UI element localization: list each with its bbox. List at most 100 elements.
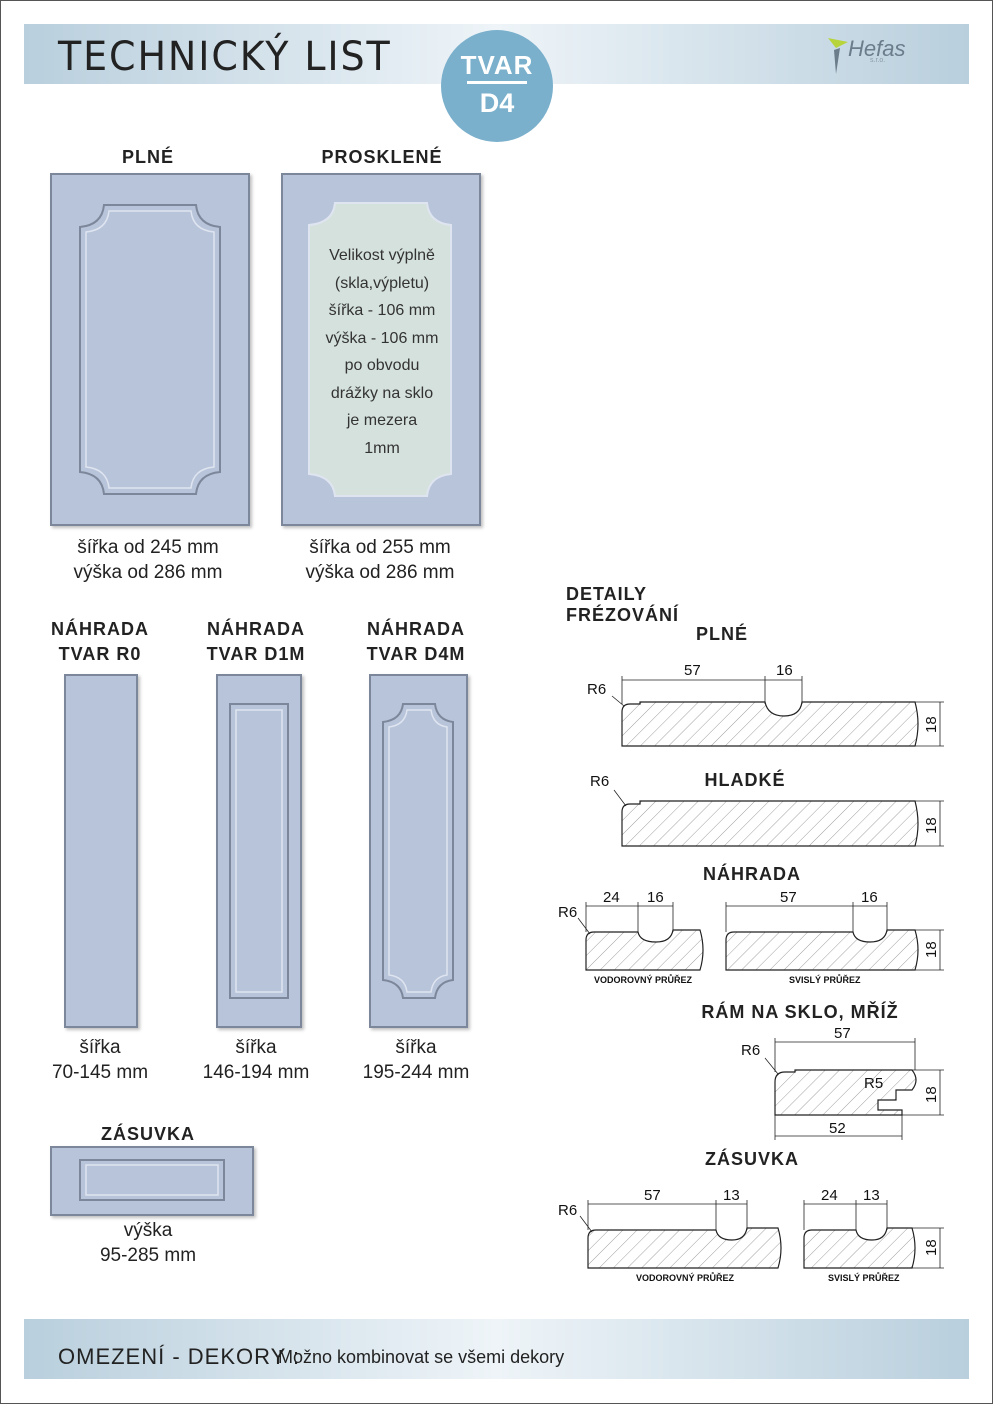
- dim-label: R6: [558, 1202, 577, 1219]
- replacement-heading-line: NÁHRADA: [51, 619, 149, 639]
- dim-label: 18: [923, 1086, 940, 1103]
- caption-line: šířka: [395, 1037, 437, 1058]
- details-title: DETAILY FRÉZOVÁNÍ: [566, 584, 680, 625]
- dim-label: 57: [644, 1187, 661, 1204]
- dim-label: R5: [864, 1075, 883, 1092]
- glass-line: výška - 106 mm: [325, 329, 439, 347]
- caption-line: 70-145 mm: [51, 1062, 149, 1083]
- footer-label: OMEZENÍ - DEKORY :: [58, 1344, 301, 1369]
- badge-divider: [467, 81, 527, 84]
- prosklene-width: šířka od 255 mm: [309, 537, 451, 558]
- dim-label: 57: [684, 662, 701, 679]
- caption-line: 195-244 mm: [362, 1062, 470, 1083]
- detail-nahrada-heading: NÁHRADA: [703, 864, 801, 884]
- r0-caption: šířka 70-145 mm: [30, 1035, 170, 1085]
- hefas-logo: Hefas s.r.o.: [826, 36, 905, 81]
- replacement-heading-line: TVAR R0: [58, 644, 142, 664]
- section-label: SVISLÝ PRŮŘEZ: [789, 974, 861, 985]
- glass-line: 1mm: [364, 439, 400, 457]
- dim-label: R6: [741, 1042, 760, 1059]
- drawer-heading: ZÁSUVKA: [100, 1124, 195, 1144]
- dim-label: R6: [587, 681, 606, 698]
- dim-label: 24: [603, 889, 620, 906]
- plne-panel: [50, 173, 250, 526]
- detail-hladke-heading: HLADKÉ: [704, 770, 786, 790]
- caption-line: 146-194 mm: [202, 1062, 310, 1083]
- detail-ram-heading: RÁM NA SKLO, MŘÍŽ: [701, 1002, 899, 1022]
- detail-plne-heading: PLNÉ: [695, 624, 748, 644]
- plne-width: šířka od 245 mm: [77, 537, 219, 558]
- replacement-heading-d1m: NÁHRADA TVAR D1M: [186, 617, 326, 667]
- glass-line: šířka - 106 mm: [328, 302, 436, 319]
- dim-label: 13: [723, 1187, 740, 1204]
- plne-height: výška od 286 mm: [73, 562, 223, 583]
- nahrada-b-profile: [725, 929, 919, 971]
- shape-badge: TVAR D4: [441, 30, 553, 142]
- zasuvka-a-profile: [587, 1227, 782, 1269]
- replacement-heading-line: NÁHRADA: [207, 619, 305, 639]
- glass-line: drážky na sklo: [330, 384, 434, 402]
- glass-line: Velikost výplně: [329, 247, 435, 264]
- drawer-panel-groove: [79, 1159, 225, 1201]
- dim-label: 18: [923, 941, 940, 958]
- hladke-profile: [621, 800, 919, 847]
- nahrada-a-profile: [585, 929, 704, 971]
- dim-label: 57: [834, 1025, 851, 1042]
- r0-panel: [64, 674, 138, 1028]
- footer-value: Možno kombinovat se všemi dekory: [278, 1347, 565, 1367]
- d1m-caption: šířka 146-194 mm: [186, 1035, 326, 1085]
- plne-panel-groove: [79, 204, 221, 495]
- logo-subtext: s.r.o.: [870, 57, 886, 64]
- section-label: VODOROVNÝ PRŮŘEZ: [594, 974, 693, 985]
- zasuvka-b-profile: [803, 1227, 916, 1269]
- section-label: SVISLÝ PRŮŘEZ: [828, 1272, 900, 1283]
- d4m-panel: [369, 674, 468, 1028]
- plne-profile: [621, 701, 919, 747]
- d4m-caption: šířka 195-244 mm: [346, 1035, 486, 1085]
- drawer-caption: výška 95-285 mm: [78, 1218, 218, 1268]
- plne-heading: PLNÉ: [121, 147, 174, 167]
- dim-label: 16: [647, 889, 664, 906]
- d1m-panel-groove: [229, 703, 289, 999]
- page-title: TECHNICKÝ LIST: [58, 34, 392, 80]
- dim-label: 16: [861, 889, 878, 906]
- dim-label: 13: [863, 1187, 880, 1204]
- glass-size-note: Velikost výplně (skla,výpletu) šířka - 1…: [300, 242, 464, 462]
- prosklene-panel: [281, 173, 481, 526]
- dim-label: 18: [923, 1239, 940, 1256]
- glass-line: po obvodu: [344, 357, 420, 374]
- footer-band: [24, 1319, 969, 1379]
- replacement-heading-r0: NÁHRADA TVAR R0: [30, 617, 170, 667]
- caption-line: 95-285 mm: [99, 1245, 197, 1266]
- caption-line: šířka: [235, 1037, 277, 1058]
- dim-label: 57: [780, 889, 797, 906]
- logo-text: Hefas: [848, 36, 906, 61]
- d1m-panel: [216, 674, 302, 1028]
- drawer-panel: [50, 1146, 254, 1216]
- prosklene-height: výška od 286 mm: [305, 562, 455, 583]
- dim-label: 16: [776, 662, 793, 679]
- caption-line: výška: [123, 1220, 173, 1241]
- section-label: VODOROVNÝ PRŮŘEZ: [636, 1272, 735, 1283]
- caption-line: šířka: [79, 1037, 121, 1058]
- glass-line: (skla,výpletu): [334, 274, 430, 292]
- replacement-heading-line: NÁHRADA: [367, 619, 465, 639]
- dim-label: 18: [923, 817, 940, 834]
- dim-label: R6: [590, 773, 609, 790]
- dim-label: 24: [821, 1187, 838, 1204]
- replacement-heading-line: TVAR D1M: [206, 644, 306, 664]
- replacement-heading-d4m: NÁHRADA TVAR D4M: [346, 617, 486, 667]
- dim-label: 18: [923, 716, 940, 733]
- dim-label: 52: [829, 1120, 846, 1137]
- replacement-heading-line: TVAR D4M: [366, 644, 466, 664]
- dim-label: R6: [558, 904, 577, 921]
- badge-top-text: TVAR: [460, 50, 534, 80]
- prosklene-glass: [308, 202, 452, 497]
- d4m-panel-groove: [382, 703, 454, 999]
- badge-bottom-text: D4: [479, 88, 515, 118]
- prosklene-heading: PROSKLENÉ: [321, 147, 443, 167]
- detail-zasuvka-heading: ZÁSUVKA: [704, 1149, 799, 1169]
- glass-line: je mezera: [346, 412, 418, 429]
- logo-mark-icon: [828, 38, 848, 74]
